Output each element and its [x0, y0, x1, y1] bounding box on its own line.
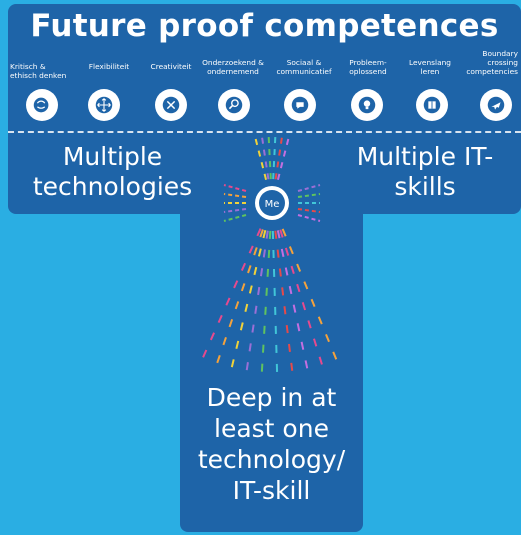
brain-icon: [26, 89, 58, 121]
deep-expertise-label: Deep in at least one technology/ IT-skil…: [197, 383, 346, 505]
divider-dashed-line: [8, 131, 521, 133]
competence-label-creativiteit: Creativiteit: [150, 62, 192, 71]
multiple-it-skills-label: Multiple IT-skills: [356, 142, 494, 201]
airplane-icon: [480, 89, 512, 121]
scissors-icon: [155, 89, 187, 121]
competence-label-kritisch: Kritisch & ethisch denken: [10, 62, 67, 80]
book-icon: [416, 89, 448, 121]
competence-label-boundary: Boundary crossing competencies: [466, 49, 518, 76]
competence-label-sociaal: Sociaal & communicatief: [276, 58, 332, 76]
competence-label-levenslang: Levenslang leren: [409, 58, 451, 76]
multiple-technologies-label: Multiple technologies: [32, 142, 193, 201]
chat-icon: [284, 89, 316, 121]
competence-label-flexibiliteit: Flexibiliteit: [88, 62, 130, 71]
magnifier-icon: [218, 89, 250, 121]
competence-label-probleem: Probleem- oplossend: [349, 58, 387, 76]
page-title: Future proof competences: [30, 8, 499, 44]
arrows-icon: [88, 89, 120, 121]
lightbulb-icon: [351, 89, 383, 121]
competence-label-onderzoekend: Onderzoekend & ondernemend: [202, 58, 264, 76]
